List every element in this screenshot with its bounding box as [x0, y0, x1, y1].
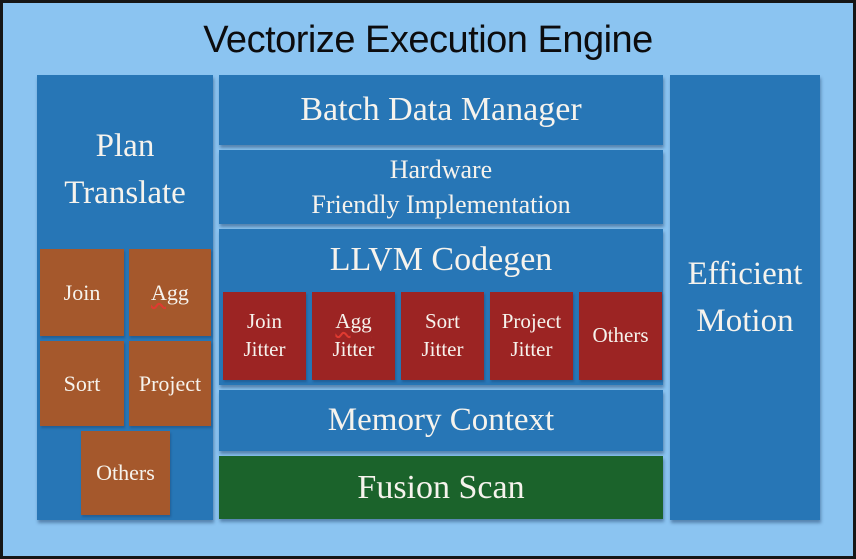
jitter-project-line1: Project	[501, 309, 562, 334]
hardware-line2: Friendly Implementation	[311, 190, 571, 219]
efficient-motion-label: Efficient Motion	[688, 251, 803, 345]
fusion-scan-label: Fusion Scan	[357, 468, 525, 506]
diagram-title: Vectorize Execution Engine	[203, 19, 653, 61]
llvm-codegen-label: LLVM Codegen	[329, 241, 553, 278]
operator-box-agg: Agg	[129, 249, 211, 336]
efficient-motion-panel: Efficient Motion	[670, 75, 820, 520]
operator-box-join: Join	[40, 249, 124, 336]
jitter-box-join: Join Jitter	[223, 292, 306, 380]
hardware-friendly-implementation-label: Hardware Friendly Implementation	[311, 152, 570, 222]
operator-others-label: Others	[96, 460, 155, 485]
jitter-sort-line2: Jitter	[421, 337, 464, 361]
jitter-agg-line2: Jitter	[332, 337, 375, 361]
plan-translate-line2: Translate	[64, 174, 186, 211]
jitter-box-agg: Agg Jitter	[312, 292, 395, 380]
hardware-line1: Hardware	[389, 154, 493, 184]
jitter-box-others: Others	[579, 292, 662, 380]
plan-translate-label: Plan Translate	[37, 123, 213, 217]
efficient-motion-line1: Efficient	[687, 255, 803, 292]
operator-box-sort: Sort	[40, 341, 124, 426]
operator-box-project: Project	[129, 341, 211, 426]
batch-data-manager-label: Batch Data Manager	[300, 91, 582, 128]
jitter-box-project: Project Jitter	[490, 292, 573, 380]
fusion-scan-box: Fusion Scan	[219, 456, 663, 519]
jitter-others-line1: Others	[592, 323, 649, 348]
memory-context-box: Memory Context	[219, 390, 663, 451]
jitter-join-line1: Join	[246, 309, 282, 334]
operator-sort-label: Sort	[63, 370, 101, 396]
jitter-sort-line1: Sort	[424, 309, 460, 334]
jitter-join-line2: Jitter	[243, 337, 286, 361]
jitter-agg-line1: Agg	[335, 309, 372, 334]
hardware-friendly-implementation-box: Hardware Friendly Implementation	[219, 150, 663, 224]
memory-context-label: Memory Context	[327, 402, 555, 438]
jitter-project-line2: Jitter	[510, 337, 553, 361]
plan-translate-line1: Plan	[95, 128, 155, 164]
operator-join-label: Join	[63, 279, 101, 305]
jitter-box-sort: Sort Jitter	[401, 292, 484, 380]
operator-box-others: Others	[81, 431, 170, 515]
operator-project-label: Project	[138, 370, 202, 396]
operator-agg-label: Agg	[151, 279, 189, 305]
batch-data-manager-box: Batch Data Manager	[219, 75, 663, 145]
jitter-box-row: Join Jitter Agg Jitter Sort Jitter Proje…	[223, 292, 662, 380]
llvm-codegen-box: LLVM Codegen Join Jitter Agg Jitter Sort…	[219, 229, 663, 385]
plan-translate-panel: Plan Translate Join Agg Sort Project Oth…	[37, 75, 213, 520]
efficient-motion-line2: Motion	[696, 302, 794, 339]
